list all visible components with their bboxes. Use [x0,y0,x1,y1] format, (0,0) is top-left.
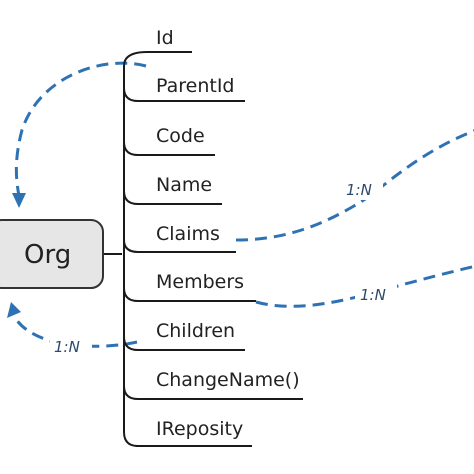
children-arrowhead [7,302,21,318]
field-children: Children [156,320,235,342]
members-rel-label-bg [355,283,397,305]
parent-arrowhead [12,193,26,208]
claims-relation-label: 1:N [346,181,372,199]
children-relation-label: 1:N [54,338,80,356]
field-ireposity: IReposity [156,418,243,440]
branch-children [123,336,148,351]
children-rel-label-bg [50,335,92,357]
branch-name [123,190,148,205]
field-name: Name [156,174,212,196]
tree-trunk [123,51,148,447]
field-id: Id [156,27,174,49]
branch-parentid [123,87,148,102]
field-changename: ChangeName() [156,369,300,391]
branch-members [123,287,148,302]
field-claims: Claims [156,223,220,245]
parent-relation-line [14,61,147,197]
branch-changename [123,385,148,400]
members-relation-label: 1:N [360,286,386,304]
field-parentid: ParentId [156,75,235,97]
branch-code [123,141,148,156]
org-node [0,219,104,289]
field-code: Code [156,125,205,147]
field-members: Members [156,271,244,293]
org-node-label: Org [24,240,71,270]
claims-rel-label-bg [341,178,383,200]
branch-claims [123,239,148,253]
